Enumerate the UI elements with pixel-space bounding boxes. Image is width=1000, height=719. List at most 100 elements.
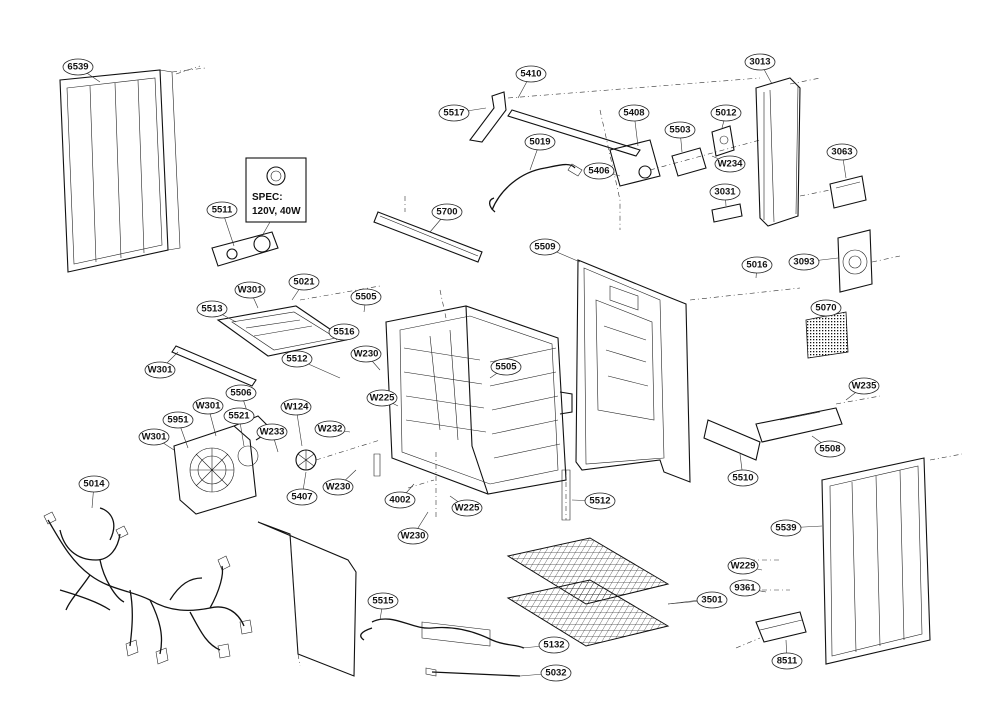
part-callout: W230 (322, 469, 357, 496)
callout-oval (350, 345, 382, 363)
part-number-label: 5539 (775, 523, 796, 534)
callout-oval (814, 440, 846, 458)
part-number-label: 5511 (212, 205, 233, 216)
part-callout: 5406 (583, 162, 621, 180)
part-number-label: 5517 (443, 108, 464, 119)
callout-oval (350, 288, 382, 306)
callout-oval (367, 592, 399, 610)
part-number-label: W235 (852, 381, 878, 392)
part-number-label: 5512 (286, 354, 307, 365)
callout-oval (314, 420, 346, 438)
part-callout: 5019 (524, 133, 556, 171)
part-number-label: W225 (455, 503, 481, 514)
part-number-label: 5700 (436, 207, 457, 218)
callout-oval (256, 423, 288, 441)
part-number-label: W230 (401, 531, 426, 542)
part-number-label: 5408 (623, 108, 644, 119)
callout-oval (162, 411, 194, 429)
wire-5032 (425, 667, 521, 677)
part-callout: 5021 (288, 273, 320, 301)
part-number-label: 3013 (749, 57, 770, 68)
callout-oval (826, 143, 858, 161)
part-number-label: 5021 (293, 277, 315, 288)
callout-oval (709, 183, 741, 201)
part-number-label: 5406 (588, 166, 609, 177)
part-number-label: 5510 (732, 473, 753, 484)
callout-oval (288, 273, 320, 291)
part-callout: 5951 (162, 411, 194, 449)
part-number-label: 9361 (734, 583, 756, 594)
part-number-label: 5508 (819, 444, 840, 455)
bracket-3063 (799, 175, 867, 209)
misc-fasteners (175, 65, 790, 591)
callout-oval (744, 53, 776, 71)
part-number-label: 5506 (230, 388, 251, 399)
part-number-label: W230 (354, 349, 379, 360)
wire-harness-5515 (360, 618, 525, 649)
bottom-cover-panel (257, 521, 357, 677)
callout-oval (192, 397, 224, 415)
part-callout: 5506 (225, 384, 257, 421)
part-callout: 5014 (78, 475, 110, 509)
part-number-label: W301 (148, 365, 174, 376)
part-number-label: W234 (718, 159, 744, 170)
part-number-label: 5512 (589, 496, 610, 507)
callout-oval (729, 579, 761, 597)
part-callout: 5132 (521, 636, 570, 654)
part-callout: 5517 (438, 104, 487, 122)
part-number-label: 5132 (543, 640, 564, 651)
part-number-label: W230 (326, 482, 351, 493)
part-callout: 5503 (664, 121, 696, 153)
lamp-socket (211, 221, 279, 267)
callout-oval (490, 358, 522, 376)
part-callout: 6539 (62, 58, 101, 83)
callout-oval (540, 664, 572, 682)
main-wire-harness-5014 (43, 507, 253, 665)
part-callout: W235 (845, 377, 880, 401)
callout-oval (328, 323, 360, 341)
callout-oval (223, 407, 255, 425)
callout-oval (286, 488, 318, 506)
callout-oval (770, 519, 802, 537)
callout-oval (515, 65, 547, 83)
lamp-spec-box: SPEC: 120V, 40W (245, 157, 307, 223)
oven-racks-3501 (506, 537, 701, 647)
part-callout: 5408 (618, 104, 650, 147)
callout-oval (196, 300, 228, 318)
part-number-label: 3063 (831, 147, 852, 158)
part-number-label: 3031 (714, 187, 736, 198)
part-callout: W229 (727, 557, 763, 575)
callout-oval (144, 361, 176, 379)
part-callout: 5512 (281, 350, 341, 379)
part-callout: 5515 (367, 592, 399, 621)
callout-oval (538, 636, 570, 654)
callout-oval (618, 104, 650, 122)
side-panel-left (59, 67, 206, 273)
part-callout: 4002 (384, 483, 416, 509)
callout-oval (366, 389, 398, 407)
side-panel-right-front (821, 453, 963, 665)
part-callout: 5407 (286, 471, 318, 506)
part-callout: W301 (144, 351, 179, 379)
part-number-label: W301 (196, 401, 222, 412)
part-callout: W233 (256, 423, 288, 453)
part-number-label: 5032 (545, 668, 566, 679)
part-callout: W301 (234, 281, 266, 309)
callout-oval (664, 121, 696, 139)
part-callout: 5511 (206, 201, 238, 247)
part-number-label: 5515 (372, 596, 394, 607)
part-number-label: 5513 (201, 304, 222, 315)
part-callout: 5509 (529, 238, 581, 263)
side-panel-right-rear (755, 77, 821, 227)
hinge-assembly (609, 125, 761, 187)
callout-oval (225, 384, 257, 402)
callout-oval (78, 475, 110, 493)
top-vent-strip (373, 196, 483, 263)
callout-oval (848, 377, 880, 395)
callout-oval (714, 155, 746, 173)
part-callout: W301 (192, 397, 224, 437)
part-callout: 5516 (328, 323, 360, 341)
part-callout: 5012 (710, 104, 742, 129)
callout-oval (788, 253, 820, 271)
